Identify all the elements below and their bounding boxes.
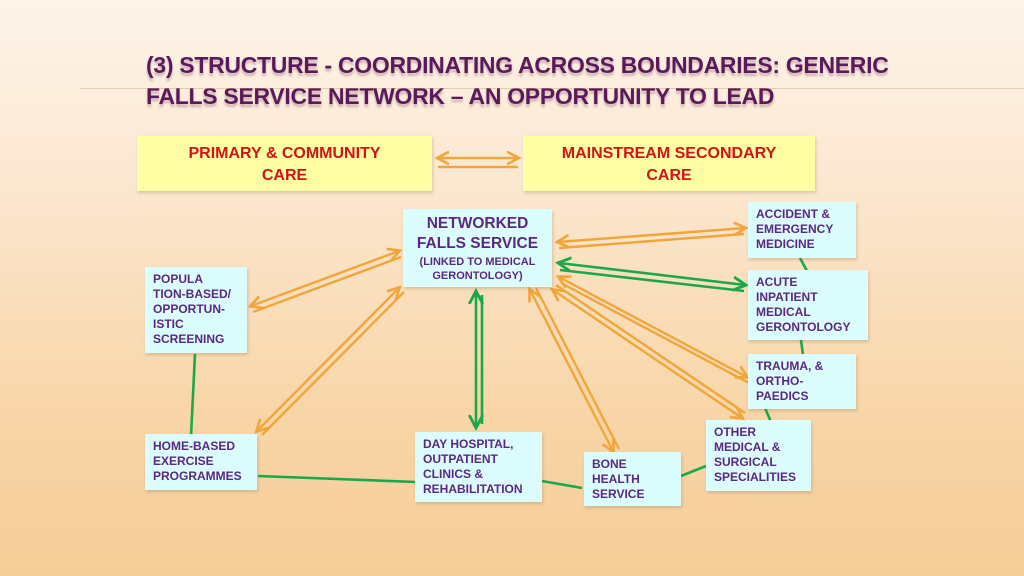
home-exercise-box: HOME-BASED EXERCISE PROGRAMMES (145, 434, 257, 490)
center-title-line-2: FALLS SERVICE (416, 235, 539, 252)
day-hospital-box: DAY HOSPITAL, OUTPATIENT CLINICS & REHAB… (415, 432, 542, 502)
mainstream-secondary-care-box: MAINSTREAM SECONDARY CARE (523, 136, 815, 191)
title-line-2: FALLS SERVICE NETWORK – AN OPPORTUNITY T… (146, 83, 775, 109)
networked-falls-service-box: NETWORKED FALLS SERVICE (LINKED TO MEDIC… (403, 209, 552, 287)
slide-title: (3) STRUCTURE - COORDINATING ACROSS BOUN… (146, 50, 966, 112)
center-title-line-1: NETWORKED (426, 215, 529, 232)
green-double-arrows (476, 263, 745, 427)
center-subtitle: (LINKED TO MEDICAL GERONTOLOGY) (419, 256, 536, 282)
other-specialities-box: OTHER MEDICAL & SURGICAL SPECIALITIES (706, 420, 811, 491)
green-network-lines (189, 257, 809, 490)
trauma-orthopaedics-box: TRAUMA, & ORTHO- PAEDICS (748, 354, 856, 409)
acute-inpatient-box: ACUTE INPATIENT MEDICAL GERONTOLOGY (748, 270, 868, 340)
title-divider (80, 88, 1024, 89)
accident-emergency-box: ACCIDENT & EMERGENCY MEDICINE (748, 202, 856, 258)
orange-double-arrows (251, 228, 749, 451)
primary-community-care-box: PRIMARY & COMMUNITY CARE (137, 136, 432, 191)
title-line-1: (3) STRUCTURE - COORDINATING ACROSS BOUN… (146, 52, 889, 78)
population-screening-box: POPULA TION-BASED/ OPPORTUN- ISTIC SCREE… (145, 267, 247, 353)
bone-health-box: BONE HEALTH SERVICE (584, 452, 681, 506)
header-link-arrow (438, 158, 518, 169)
